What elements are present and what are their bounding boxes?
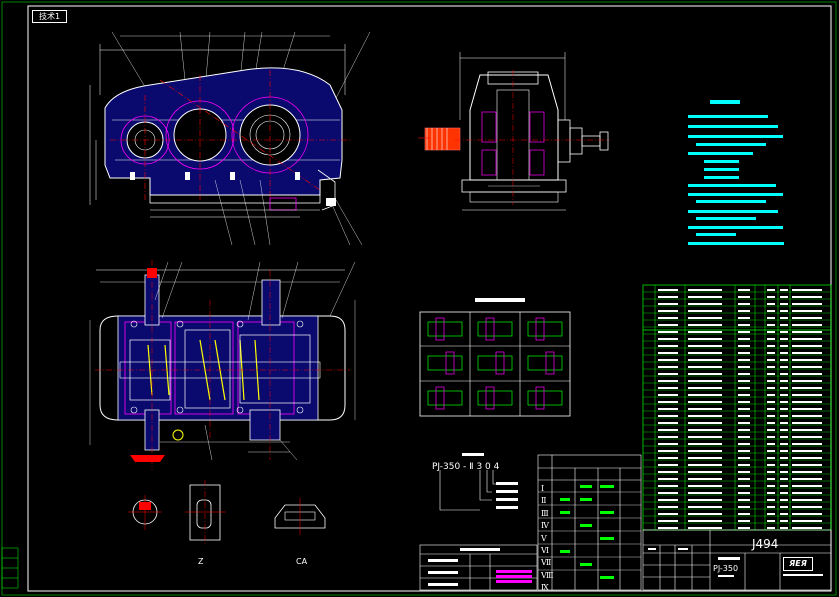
detail-views: [128, 480, 326, 545]
ratio-row-numeral: Ⅴ: [541, 533, 547, 543]
ratio-row-numeral: Ⅰ: [541, 484, 545, 493]
parts-list: [642, 284, 832, 531]
ratio-row-numeral: Ⅷ: [541, 570, 554, 580]
title-block: [642, 529, 832, 591]
side-view: [418, 52, 610, 211]
tech-data-table: [419, 544, 538, 591]
ratio-row-numeral: Ⅶ: [541, 558, 552, 568]
model-code: PJ-350 - Ⅱ 3 0 4: [432, 462, 500, 472]
ratio-row-numeral: Ⅳ: [541, 521, 549, 531]
front-view: [89, 31, 371, 246]
ratio-row-numeral: Ⅱ: [541, 496, 547, 506]
ratio-row-numeral: Ⅲ: [541, 508, 549, 518]
assembly-pattern-grid: [419, 298, 571, 417]
ratio-row-numeral: Ⅵ: [541, 546, 550, 555]
technical-notes: [688, 100, 784, 245]
drawing-number: J494: [752, 537, 779, 551]
model-code-legend: [439, 453, 518, 511]
view-label-ca: CA: [296, 557, 308, 566]
ratio-row-numeral: Ⅸ: [541, 583, 549, 593]
plan-view: [89, 260, 356, 470]
ratio-table: [537, 454, 642, 591]
model-label: PJ-350: [713, 564, 739, 573]
company-logo: ЯЕЯ: [783, 557, 813, 571]
view-label-z: Z: [198, 557, 204, 566]
corner-tag: 技术1: [32, 10, 68, 23]
